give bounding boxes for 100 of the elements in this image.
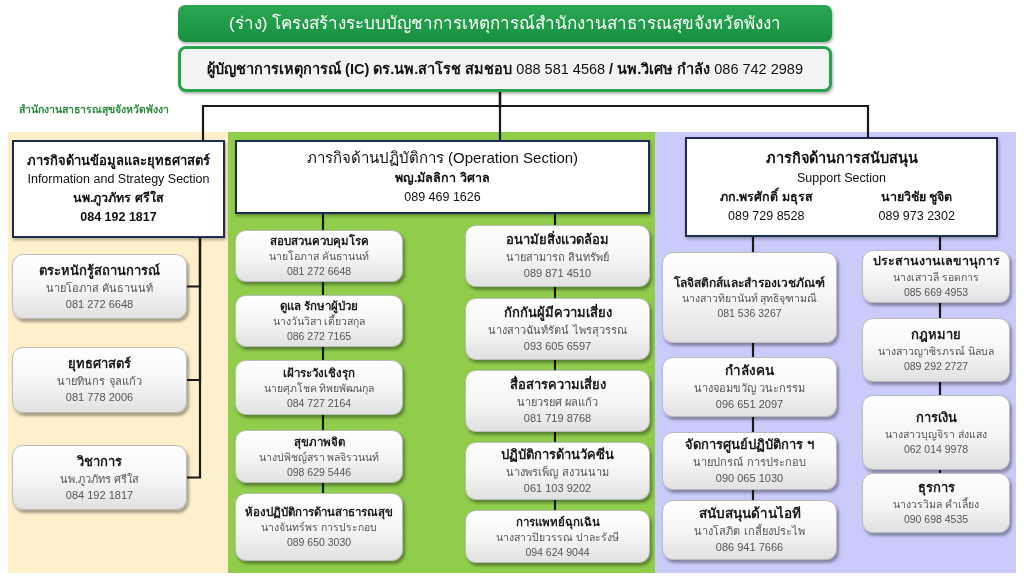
person-name: นางสาวบุญจิรา ส่งแสง [884, 426, 988, 442]
person-name: นายสามารถ สินทรัพย์ [504, 250, 611, 265]
unit-name: ตระหนักรู้สถานการณ์ [38, 261, 161, 280]
unit-box [235, 493, 403, 561]
office-name: สำนักงานสาธารณสุขจังหวัดพังงา [18, 102, 170, 118]
phone-number: 084 192 1817 [64, 487, 135, 503]
person-name: นางจันทร์พร การประกอบ [260, 520, 378, 535]
phone-number: 081 272 6648 [64, 296, 135, 312]
section-box [685, 137, 998, 237]
person-name: นายปกรณ์ การประกอบ [692, 455, 807, 470]
unit-name: จัดการศูนย์ปฏิบัติการ ฯ [684, 436, 815, 454]
phone-number: 061 103 9202 [522, 481, 593, 496]
person-name: นพ.ภูวภัทร ศรีใส [58, 471, 141, 487]
person-name: นางจอมขวัญ วนะกรรม [692, 381, 807, 396]
unit-name: อนามัยสิ่งแวดล้อม [505, 231, 610, 249]
unit-name: การเงิน [914, 408, 958, 427]
person-name: นางพรเพ็ญ สงวนนาม [505, 464, 610, 480]
section-subheading: Information and Strategy Section [26, 171, 211, 188]
section-subheading: Support Section [796, 170, 887, 187]
section-box [235, 140, 650, 214]
unit-name: สื่อสารความเสี่ยง [508, 376, 607, 394]
unit-box [662, 432, 837, 490]
unit-name: สุขภาพจิต [292, 434, 346, 450]
connector-line [553, 214, 557, 225]
unit-name: กฎหมาย [910, 326, 962, 344]
unit-name: สอบสวนควบคุมโรค [268, 233, 370, 249]
person-name: นายโอภาส คันธานนท์ [268, 249, 370, 264]
phone-number: 098 629 5446 [285, 464, 353, 480]
connector-line [187, 238, 202, 479]
person-name: นางสาวญาซิรภรณ์ นิลบล [877, 344, 995, 359]
unit-name: ธุรการ [916, 479, 956, 497]
person-name: ภก.พรศักดิ์ มธุรส [691, 188, 842, 207]
section-heading: ภารกิจด้านข้อมูลและยุทธศาสตร์ [26, 152, 211, 170]
unit-box [235, 295, 403, 347]
connector-line [553, 500, 557, 510]
phone-number: 062 014 9978 [902, 441, 970, 457]
unit-box [235, 230, 403, 282]
commander-box: ผู้บัญชาการเหตุการณ์ (IC) ดร.นพ.สาโรช สมชอบ 088 581 4568 / นพ.วิเศษ กำลัง 086 742 2989 [178, 46, 832, 92]
title-banner: (ร่าง) โครงสร้างระบบบัญชาการเหตุการณ์สำนักงานสาธารณสุขจังหวัดพังงา [178, 5, 832, 42]
person-name: นายทินกร จุลแก้ว [56, 374, 143, 389]
phone-number: 081 272 6648 [285, 264, 353, 279]
person-name: นางสาวทิยานันท์ สุทธิจุฑามณี [680, 290, 819, 306]
connector-line [498, 92, 870, 137]
unit-name: กำลังคน [724, 362, 775, 380]
unit-name: ยุทธศาสตร์ [67, 355, 132, 373]
unit-name: สนับสนุนด้านไอที [697, 505, 802, 523]
connector-line [938, 470, 942, 473]
connector-line [321, 347, 325, 360]
connector-line [938, 382, 942, 395]
phone-number: 096 651 2097 [714, 397, 785, 412]
unit-box [862, 250, 1010, 303]
unit-box [662, 357, 837, 417]
unit-box [465, 442, 650, 500]
section-box [12, 140, 225, 238]
connector-line [751, 490, 755, 500]
unit-box [12, 445, 187, 510]
person-name: นางปพิชญ์สรา พลจิรวนนท์ [257, 450, 381, 465]
phone-number: 081 719 8768 [522, 411, 593, 426]
person-name: นางวรวิมล คำเลี้ยง [892, 497, 980, 512]
phone-number: 085 669 4953 [902, 285, 970, 300]
connector-line [553, 432, 557, 442]
unit-box [12, 347, 187, 413]
connector-line [938, 303, 942, 318]
phone-number: 089 292 2727 [902, 359, 970, 374]
unit-name: วิชาการ [75, 452, 123, 471]
phone-number: 086 272 7165 [285, 329, 353, 344]
person-name: นพ.ภูวภัทร ศรีใส [72, 189, 165, 208]
unit-box [662, 252, 837, 343]
unit-box [862, 318, 1010, 382]
connector-line [321, 483, 325, 493]
connector-line [553, 360, 557, 370]
connector-line [321, 415, 325, 430]
person-name: นางวันวิสา เตี้ยวสกุล [239, 314, 399, 329]
person-name: นายศุภโชค ทิพยพัฒนกุล [262, 381, 376, 396]
unit-name: ห้องปฏิบัติการด้านสาธารณสุข [244, 505, 394, 520]
phone-number: 089 973 2302 [877, 208, 956, 225]
section-heading: ภารกิจด้านการสนับสนุน [764, 149, 919, 169]
section-heading: ภารกิจด้านปฏิบัติการ (Operation Section) [305, 148, 580, 168]
unit-box [465, 298, 650, 360]
person-name: นางโสภิต เกลี้ยงประไพ [693, 523, 806, 539]
unit-name: กักกันผู้มีความเสี่ยง [502, 304, 613, 322]
phone-number: 084 727 2164 [285, 395, 353, 411]
unit-box [12, 254, 187, 319]
phone-number: 084 192 1817 [79, 209, 158, 226]
phone-number: 094 624 9044 [524, 544, 591, 560]
phone-number: 086 941 7666 [714, 540, 785, 555]
unit-box [862, 395, 1010, 470]
unit-name: โลจิสติกส์และสำรองเวชภัณฑ์ [673, 274, 826, 291]
unit-box [662, 500, 837, 560]
person-name: นางสาวปิยวรรณ ปาละรังษี [495, 530, 620, 545]
person-name: นายวิชัย ชูจิต [880, 189, 954, 207]
connector-line [321, 214, 325, 230]
phone-number: 090 698 4535 [902, 512, 970, 527]
phone-number: 093 605 6597 [522, 339, 593, 354]
connector-line [751, 417, 755, 432]
connector-line [553, 287, 557, 298]
phone-number: 081 536 3267 [716, 305, 783, 321]
person-name: นายโอภาส คันธานนท์ [44, 280, 155, 296]
unit-name: การแพทย์ฉุกเฉิน [514, 514, 601, 530]
connector-line [751, 343, 755, 357]
